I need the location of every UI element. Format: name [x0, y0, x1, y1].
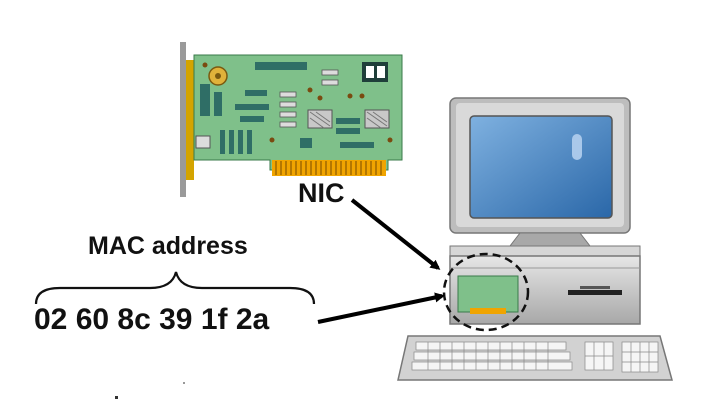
mac-brace [34, 271, 316, 305]
monitor-screen [469, 115, 613, 219]
keyboard [397, 335, 673, 381]
mac-address-value: 02 60 8c 39 1f 2a [34, 303, 270, 336]
nic-edge-connector [272, 160, 386, 176]
nic-label: NIC [298, 178, 345, 208]
nic-arrow [350, 198, 441, 270]
mac-arrow [317, 292, 445, 324]
nic-highlight-circle [442, 252, 530, 332]
nic-board [193, 54, 403, 171]
mac-address-title: MAC address [88, 232, 248, 260]
nic-bracket [180, 42, 186, 197]
nic-card-illustration [180, 42, 403, 197]
monitor [449, 97, 631, 247]
installed-nic [457, 275, 519, 314]
computer-illustration [397, 97, 673, 381]
